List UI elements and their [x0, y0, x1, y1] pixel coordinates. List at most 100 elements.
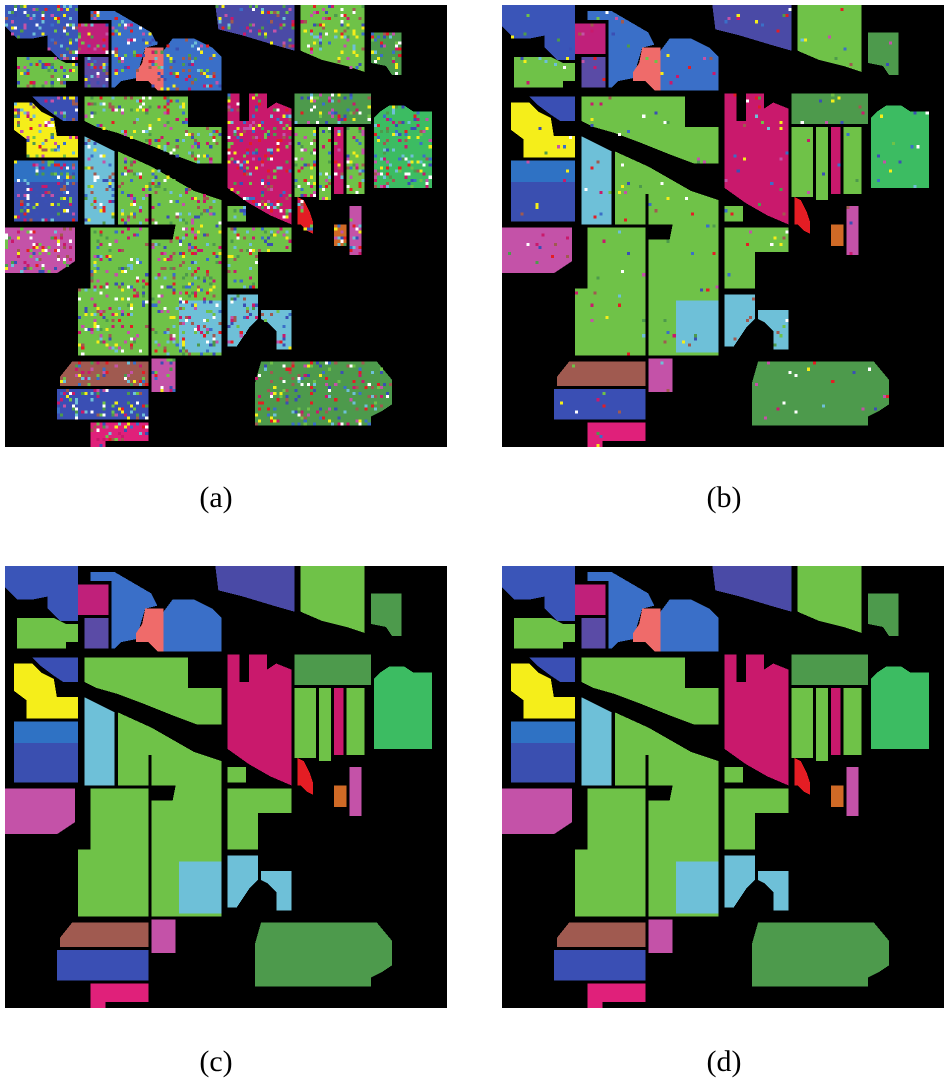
region-lightblue-left — [581, 697, 612, 786]
region-blue-bottom — [553, 389, 646, 420]
map-canvas-c — [5, 566, 447, 1008]
region-purple-col — [84, 617, 109, 649]
region-lightblue-right-a — [724, 294, 756, 347]
region-blue-purple-left — [511, 181, 576, 222]
region-magenta-strip — [831, 126, 841, 194]
region-blue-left-mid — [32, 96, 79, 121]
misclassification-noise — [508, 8, 929, 447]
region-brown — [556, 922, 646, 948]
region-darkgreen-bar — [791, 654, 868, 685]
classification-map-b — [502, 5, 944, 447]
region-green-right — [870, 666, 929, 749]
region-green-strip-3 — [346, 687, 365, 755]
region-green-left-bottom — [575, 788, 646, 917]
region-magenta-sm-bottom — [648, 919, 673, 954]
region-magenta-col — [575, 584, 606, 615]
region-green-right — [373, 666, 432, 749]
region-green-top — [300, 5, 365, 73]
region-salmon — [633, 608, 661, 652]
region-green-mid — [227, 788, 292, 850]
region-magenta-sm-bottom — [648, 358, 673, 393]
region-pink-bottom — [587, 983, 646, 1008]
panel-label-b: (b) — [706, 481, 742, 514]
region-green-right — [870, 105, 929, 188]
region-purple-top — [712, 566, 792, 612]
region-purple-top — [215, 566, 295, 612]
region-red-small — [794, 758, 810, 795]
region-blue-top-left — [5, 566, 79, 600]
panel-label-c: (c) — [199, 1045, 233, 1078]
region-purple-small — [846, 206, 859, 255]
region-darkgreen-small — [370, 593, 402, 637]
region-salmon — [136, 608, 164, 652]
classification-map-a — [5, 5, 447, 447]
region-green-strip-2 — [318, 687, 332, 762]
region-green-top — [300, 566, 365, 634]
region-blue-left-mid — [529, 657, 576, 682]
region-lightblue-left — [84, 697, 115, 786]
region-purple-top — [215, 5, 295, 51]
region-blue-stripe — [14, 721, 79, 743]
region-magenta-strip — [831, 687, 841, 755]
region-blue-big — [90, 11, 158, 88]
region-darkgreen-big-bottom — [254, 922, 393, 987]
region-green-top — [797, 5, 862, 73]
region-magenta-sm-bottom — [151, 358, 176, 393]
region-purple-col — [581, 617, 606, 649]
region-red-small — [297, 758, 313, 795]
region-magenta-col — [78, 23, 109, 54]
region-blue-top-left-2 — [544, 11, 576, 60]
region-magenta-col — [78, 584, 109, 615]
region-pink-bottom — [587, 422, 646, 447]
region-blue-stripe — [511, 160, 576, 182]
region-darkgreen-big-bottom — [751, 922, 890, 987]
region-lightblue-left — [581, 136, 612, 225]
region-green-strip-1 — [791, 126, 813, 198]
region-green-strip-3 — [843, 687, 862, 755]
region-purple-top — [712, 5, 792, 51]
region-lightblue-sq — [675, 300, 719, 353]
region-green-strip-3 — [843, 126, 862, 194]
region-lightblue-right-a — [227, 294, 259, 347]
region-blue-top-left-2 — [544, 572, 576, 621]
region-darkgreen-big-bottom — [751, 361, 890, 426]
region-blue-big — [587, 11, 655, 88]
region-magenta-big — [724, 93, 789, 225]
region-blue-left-mid — [32, 657, 79, 682]
map-canvas-d — [502, 566, 944, 1008]
region-brown — [59, 922, 149, 948]
region-blue-purple-left — [14, 742, 79, 783]
region-green-mid — [227, 227, 292, 289]
region-blue-mid-top — [660, 38, 719, 91]
region-blue-top-left — [502, 5, 576, 39]
region-purple-small — [349, 767, 362, 816]
region-green-mid-small — [227, 767, 246, 783]
region-green-mid-small — [724, 767, 743, 783]
region-yellow — [511, 663, 576, 719]
region-blue-bottom — [553, 950, 646, 981]
region-blue-purple-left — [511, 742, 576, 783]
region-orange — [334, 785, 347, 807]
region-yellow — [14, 663, 79, 719]
region-green-mid — [724, 788, 789, 850]
region-green-big-top — [84, 657, 222, 725]
region-blue-big — [587, 572, 655, 649]
region-lightblue-left — [84, 136, 115, 225]
panel-label-d: (d) — [706, 1045, 742, 1078]
region-green-left-bottom — [575, 227, 646, 356]
misclassification-noise — [5, 5, 432, 447]
region-green-big-top — [84, 96, 222, 164]
region-magenta-big — [227, 654, 292, 786]
region-blue-mid-top — [660, 599, 719, 652]
region-blue-stripe — [511, 721, 576, 743]
region-orange — [831, 224, 844, 246]
region-lightblue-right-b — [758, 870, 789, 911]
region-blue-top-left-2 — [47, 572, 79, 621]
region-magenta-left — [5, 227, 76, 274]
region-darkgreen-bar — [791, 93, 868, 124]
region-magenta-left — [502, 227, 573, 274]
region-blue-big — [90, 572, 158, 649]
region-green-big-top — [581, 96, 719, 164]
region-green-big-top — [581, 657, 719, 725]
region-green-left — [17, 617, 79, 649]
